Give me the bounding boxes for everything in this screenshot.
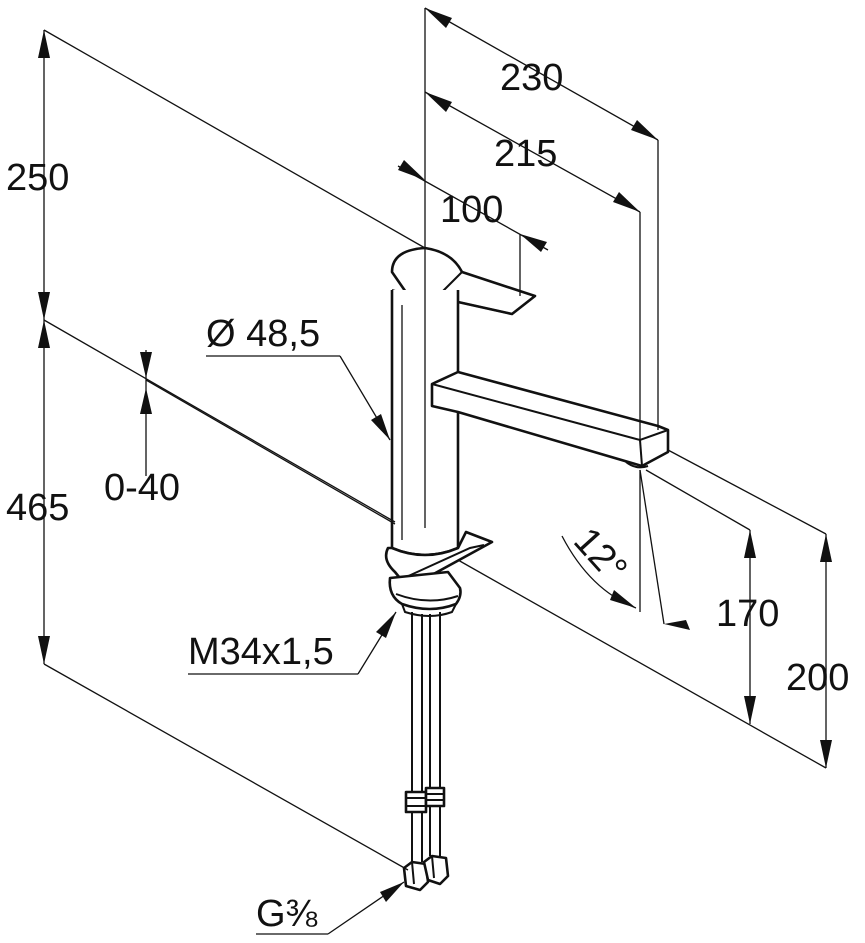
supply-hoses [402, 612, 450, 892]
thread-label: M34x1,5 [188, 631, 334, 673]
dimension-lines [38, 7, 832, 935]
dim-465-label: 465 [6, 487, 69, 529]
dim-230-label: 230 [500, 57, 563, 99]
mounting-nut [388, 570, 462, 611]
diameter-label: Ø 48,5 [206, 313, 320, 355]
spout [430, 370, 670, 468]
dim-100-label: 100 [440, 189, 503, 231]
dim-215-label: 215 [494, 133, 557, 175]
dim-250-label: 250 [6, 157, 69, 199]
dim-200-label: 200 [786, 657, 849, 699]
angle-label: 12° [565, 520, 635, 591]
dim-0-40-label: 0-40 [104, 467, 180, 509]
dim-170-label: 170 [716, 593, 779, 635]
connection-label: G⅜ [256, 893, 318, 935]
